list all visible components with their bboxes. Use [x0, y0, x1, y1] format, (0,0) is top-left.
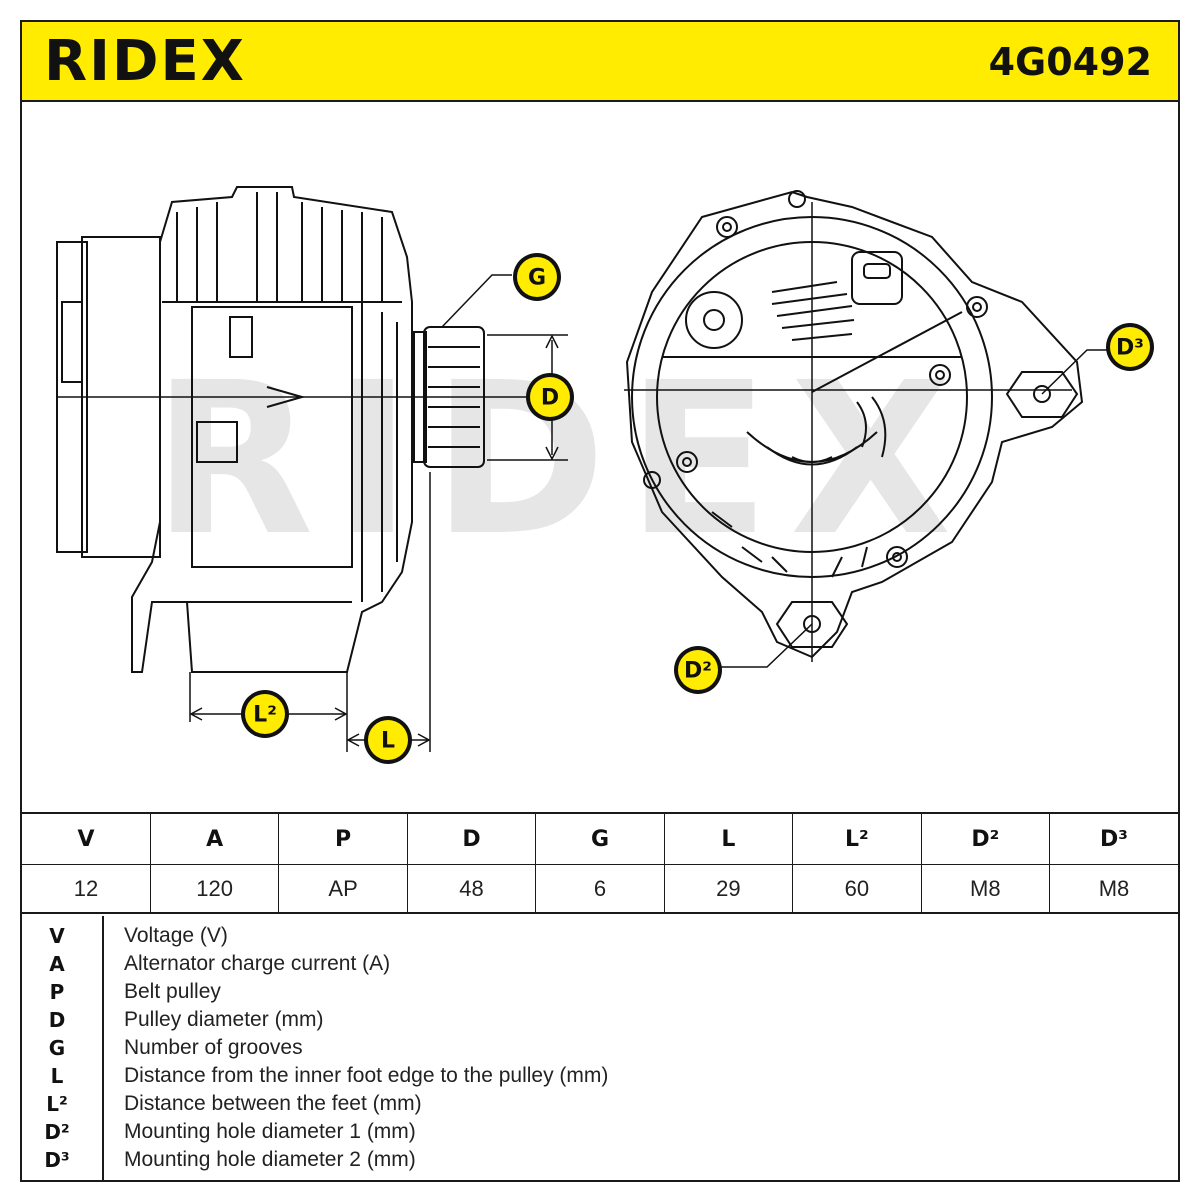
- spec-value-cell: 60: [792, 864, 922, 913]
- legend-description: Mounting hole diameter 2 (mm): [124, 1148, 416, 1171]
- spec-table: V A P D G L L² D² D³ 12 120 AP 48 6 29 6…: [22, 814, 1178, 914]
- spec-value-cell: 120: [150, 864, 280, 913]
- spec-value-cell: M8: [921, 864, 1051, 913]
- d2-label: D²: [684, 659, 712, 684]
- legend-description: Pulley diameter (mm): [124, 1008, 324, 1031]
- legend-key: V: [49, 924, 65, 948]
- datasheet-frame: RIDEX 4G0492 RIDEX: [20, 20, 1180, 1182]
- legend-row: A Alternator charge current (A): [22, 950, 1178, 978]
- spec-header-cell: G: [535, 814, 665, 865]
- l2-arrowheads: [189, 707, 348, 721]
- legend-description: Distance from the inner foot edge to the…: [124, 1064, 609, 1087]
- g-label: G: [528, 266, 546, 291]
- legend-description: Voltage (V): [124, 924, 228, 947]
- l-label: L: [381, 729, 395, 754]
- g-label-badge: G: [513, 253, 561, 301]
- legend-description: Number of grooves: [124, 1036, 303, 1059]
- legend-row: L² Distance between the feet (mm): [22, 1090, 1178, 1118]
- legend-row: D² Mounting hole diameter 1 (mm): [22, 1118, 1178, 1146]
- d-label: D: [541, 386, 559, 411]
- legend-description: Distance between the feet (mm): [124, 1092, 422, 1115]
- legend-key: D: [48, 1008, 66, 1032]
- legend-description: Belt pulley: [124, 980, 221, 1003]
- legend-key: A: [49, 952, 65, 976]
- spec-header-cell: D²: [921, 814, 1051, 865]
- legend-row: D³ Mounting hole diameter 2 (mm): [22, 1146, 1178, 1174]
- d2-label-badge: D²: [674, 646, 722, 694]
- legend-row: V Voltage (V): [22, 922, 1178, 950]
- spec-header-cell: D: [407, 814, 537, 865]
- header-bar: RIDEX 4G0492: [22, 22, 1178, 102]
- d3-leader-line: [1041, 349, 1107, 395]
- g-leader-line: [441, 274, 512, 328]
- spec-header-cell: D³: [1049, 814, 1178, 865]
- legend-description: Alternator charge current (A): [124, 952, 391, 975]
- l-arrowheads: [346, 733, 431, 747]
- spec-header-cell: A: [150, 814, 280, 865]
- l-label-badge: L: [364, 716, 412, 764]
- legend-key: P: [49, 980, 65, 1004]
- spec-value-cell: 48: [407, 864, 537, 913]
- legend-key: D²: [44, 1120, 70, 1144]
- legend-description: Mounting hole diameter 1 (mm): [124, 1120, 416, 1143]
- spec-value-cell: 6: [535, 864, 665, 913]
- spec-header-cell: V: [22, 814, 151, 865]
- alternator-drawing: RIDEX: [56, 186, 1154, 764]
- legend-row: D Pulley diameter (mm): [22, 1006, 1178, 1034]
- spec-value-cell: M8: [1098, 875, 1130, 901]
- technical-drawing-area: RIDEX: [22, 102, 1178, 814]
- legend-key: G: [48, 1036, 66, 1060]
- part-number: 4G0492: [988, 40, 1152, 84]
- d-arrowheads: [545, 334, 559, 461]
- spec-header-cell: L: [664, 814, 794, 865]
- l2-label-badge: L²: [241, 690, 289, 738]
- legend-key: L: [50, 1064, 64, 1088]
- legend-row: L Distance from the inner foot edge to t…: [22, 1062, 1178, 1090]
- legend-key: L²: [46, 1092, 68, 1116]
- spec-header-cell: L²: [792, 814, 922, 865]
- d3-label: D³: [1116, 336, 1144, 361]
- spec-header-row: V A P D G L L² D² D³: [22, 814, 1178, 865]
- d3-label-badge: D³: [1106, 323, 1154, 371]
- d2-leader-line: [720, 623, 813, 668]
- l2-label: L²: [253, 703, 277, 728]
- legend-row: G Number of grooves: [22, 1034, 1178, 1062]
- legend-divider: [102, 916, 104, 1182]
- d-label-badge: D: [526, 373, 574, 421]
- spec-value-cell: 12: [22, 864, 151, 913]
- spec-value-cell: 29: [664, 864, 794, 913]
- spec-value-row: 12 120 AP 48 6 29 60 M8 M8: [22, 864, 1178, 913]
- legend-row: P Belt pulley: [22, 978, 1178, 1006]
- legend: V Voltage (V) A Alternator charge curren…: [22, 916, 1178, 1182]
- spec-value-cell: AP: [278, 864, 408, 913]
- brand-logo: RIDEX: [44, 29, 246, 94]
- legend-key: D³: [44, 1148, 70, 1172]
- spec-header-cell: P: [278, 814, 408, 865]
